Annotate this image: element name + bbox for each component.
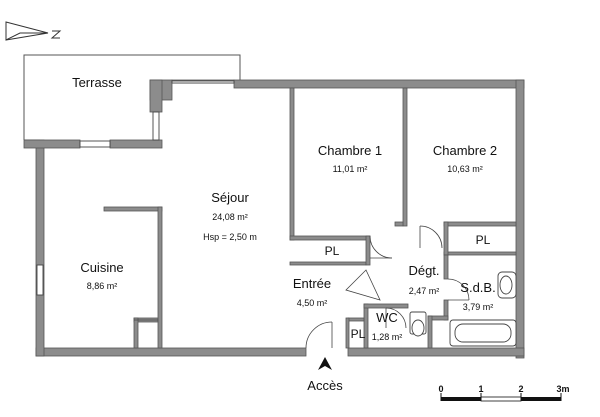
scale-tick-1: 1	[478, 384, 483, 394]
room-chambre2-area: 10,63 m²	[447, 164, 483, 174]
bathroom-fixtures	[409, 271, 517, 347]
room-degt-name: Dégt.	[408, 263, 439, 278]
room-entree-area: 4,50 m²	[297, 298, 328, 308]
room-sejour-name: Séjour	[211, 190, 249, 205]
room-terrasse-name: Terrasse	[72, 75, 122, 90]
access-label: Accès	[307, 378, 343, 393]
room-entree-name: Entrée	[293, 276, 331, 291]
room-chambre1-name: Chambre 1	[318, 143, 382, 158]
room-wc-area: 1,28 m²	[372, 332, 403, 342]
scale-bar	[440, 393, 562, 402]
closet-pl2-label: PL	[476, 233, 491, 247]
room-sdb-area: 3,79 m²	[463, 302, 494, 312]
room-cuisine-area: 8,86 m²	[87, 281, 118, 291]
exterior-walls	[23, 79, 525, 359]
interior-walls	[103, 87, 517, 349]
room-wc-name: WC	[376, 310, 398, 325]
doors	[134, 225, 470, 349]
scale-tick-3: 3m	[556, 384, 569, 394]
closet-pl1-label: PL	[325, 244, 340, 258]
access-arrow-icon	[318, 357, 332, 370]
scale-tick-2: 2	[518, 384, 523, 394]
room-chambre1-area: 11,01 m²	[333, 164, 368, 174]
terrasse-outline	[23, 54, 241, 141]
room-sejour-area: 24,08 m²	[212, 212, 248, 222]
room-sdb-name: S.d.B.	[460, 280, 495, 295]
north-arrow-icon	[5, 21, 62, 41]
room-cuisine-name: Cuisine	[80, 260, 123, 275]
closet-pl3-label: PL	[351, 327, 366, 341]
room-chambre2-name: Chambre 2	[433, 143, 497, 158]
scale-tick-0: 0	[438, 384, 443, 394]
room-degt-area: 2,47 m²	[409, 286, 440, 296]
room-sejour-height: Hsp = 2,50 m	[203, 232, 257, 242]
